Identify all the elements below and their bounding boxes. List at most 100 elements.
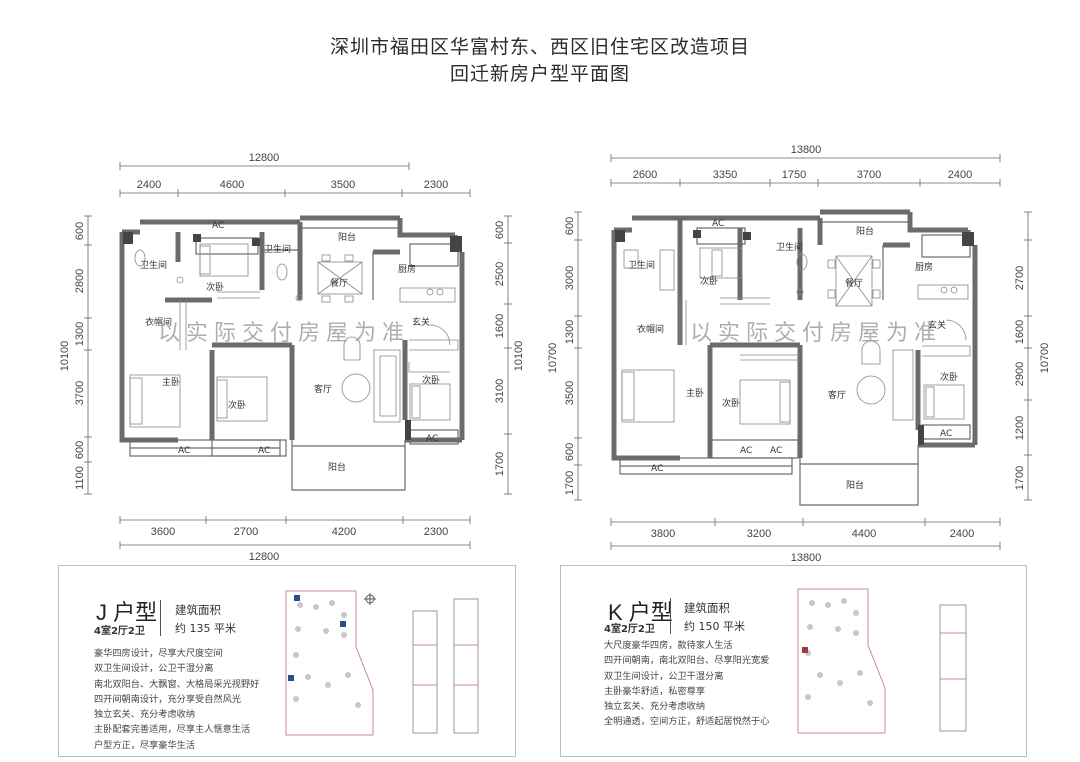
- k-room-bed3: 次卧: [722, 397, 740, 409]
- k-dim-left-total: 10700: [547, 343, 559, 374]
- j-dim-right-2: 1600: [494, 314, 506, 338]
- j-area-value: 约 135 平米: [175, 622, 236, 635]
- k-room-balcony-top: 阳台: [856, 225, 874, 237]
- j-room-closet: 衣帽间: [145, 316, 172, 328]
- k-ac-5: AC: [940, 429, 952, 439]
- k-dim-left-4: 600: [564, 443, 576, 461]
- j-info-card: [58, 565, 516, 757]
- k-ac-1: AC: [712, 219, 724, 229]
- j-ac-2: AC: [178, 446, 190, 456]
- j-dim-bottom-0: 3600: [151, 526, 175, 538]
- k-room-entry: 玄关: [928, 319, 946, 331]
- k-dim-right-2: 2900: [1014, 362, 1026, 386]
- k-unit-title: K 户型: [608, 600, 673, 625]
- k-room-closet: 衣帽间: [637, 323, 664, 335]
- j-unit-title: J 户型: [96, 600, 158, 625]
- k-dim-bottom-0: 3800: [651, 528, 675, 540]
- j-room-bed3: 次卧: [228, 399, 246, 411]
- k-site-map: [797, 588, 967, 734]
- k-area-label: 建筑面积: [684, 601, 730, 615]
- j-dim-left-1: 2800: [74, 269, 86, 293]
- j-dim-top-3: 2300: [424, 179, 448, 191]
- k-dim-left-0: 600: [564, 217, 576, 235]
- j-room-bed4: 次卧: [422, 374, 440, 386]
- k-room-bed4: 次卧: [940, 371, 958, 383]
- k-info-card: [560, 565, 1027, 757]
- k-feature: 大尺度豪华四房，款待家人生活: [604, 640, 733, 651]
- j-area-label: 建筑面积: [175, 603, 221, 617]
- k-ac-3: AC: [740, 446, 752, 456]
- k-dim-right-0: 2700: [1014, 266, 1026, 290]
- title-block: 深圳市福田区华富村东、西区旧住宅区改造项目 回迁新房户型平面图: [0, 34, 1080, 88]
- j-dim-top-total: 12800: [249, 152, 280, 164]
- k-feature: 主卧豪华舒适，私密尊享: [604, 685, 706, 697]
- title-line-1: 深圳市福田区华富村东、西区旧住宅区改造项目: [329, 36, 750, 58]
- j-room-bed2: 次卧: [206, 281, 224, 293]
- k-dim-bottom-total: 13800: [791, 552, 822, 564]
- j-dim-left-total: 10100: [59, 341, 71, 372]
- k-dim-bottom-1: 3200: [747, 528, 771, 540]
- k-room-bath2: 卫生间: [776, 241, 803, 253]
- k-room-bed2: 次卧: [700, 275, 718, 287]
- k-dim-left-1: 3000: [564, 266, 576, 290]
- j-room-bath1: 卫生间: [140, 259, 167, 271]
- j-feature: 南北双阳台、大飘窗、大格局采光视野好: [94, 678, 260, 690]
- k-room-balcony-bottom: 阳台: [846, 479, 864, 491]
- k-room-living: 客厅: [828, 389, 846, 401]
- j-feature: 主卧配套完善适用，尽享主人惬意生活: [94, 724, 251, 736]
- k-feature-list: 大尺度豪华四房，款待家人生活 四开间朝南，南北双阳台、尽享阳光宽爱 双卫生间设计…: [604, 638, 769, 730]
- j-dim-top-1: 4600: [220, 179, 244, 191]
- j-ac-4: AC: [426, 434, 438, 444]
- j-room-master: 主卧: [162, 376, 180, 388]
- j-divider: [160, 600, 161, 636]
- j-dim-left-3: 3700: [74, 381, 86, 405]
- j-dim-right-3: 3100: [494, 379, 506, 403]
- k-unit-rooms: 4室2厅2卫: [604, 624, 655, 635]
- j-room-balcony-top: 阳台: [338, 231, 356, 243]
- k-dim-bottom-3: 2400: [950, 528, 974, 540]
- j-dim-right-0: 600: [494, 221, 506, 239]
- k-room-dining: 餐厅: [845, 277, 863, 289]
- j-room-bath2: 卫生间: [264, 243, 291, 255]
- watermark-j: 以实际交付房屋为准: [158, 321, 410, 346]
- k-dim-right-3: 1200: [1014, 416, 1026, 440]
- j-room-living: 客厅: [314, 383, 332, 395]
- j-feature: 豪华四房设计，尽享大尺度空间: [94, 648, 223, 659]
- k-ac-2: AC: [651, 464, 663, 474]
- title-line-2: 回迁新房户型平面图: [449, 63, 630, 85]
- k-dim-top-4: 2400: [948, 169, 972, 181]
- j-dim-bottom-3: 2300: [424, 526, 448, 538]
- k-divider: [670, 598, 671, 634]
- k-dim-top-total: 13800: [791, 144, 822, 156]
- k-ac-4: AC: [770, 446, 782, 456]
- j-dim-right-4: 1700: [494, 452, 506, 476]
- k-area-value: 约 150 平米: [684, 620, 745, 633]
- j-ac-3: AC: [258, 446, 270, 456]
- j-dim-right-1: 2500: [494, 262, 506, 286]
- j-room-entry: 玄关: [412, 316, 430, 328]
- k-feature: 全明通透，空间方正，舒适起居悦然于心: [604, 716, 770, 728]
- j-feature: 独立玄关、充分考虑收纳: [94, 709, 196, 721]
- k-dim-left-3: 3500: [564, 381, 576, 405]
- j-feature-list: 豪华四房设计，尽享大尺度空间 双卫生间设计，公卫干湿分离 南北双阳台、大飘窗、大…: [94, 646, 259, 753]
- j-dim-left-2: 1300: [74, 322, 86, 346]
- k-room-bath1: 卫生间: [628, 259, 655, 271]
- k-dim-top-3: 3700: [857, 169, 881, 181]
- k-feature: 双卫生间设计，公卫干湿分离: [604, 670, 724, 682]
- k-dim-top-2: 1750: [782, 169, 806, 181]
- watermark-k: 以实际交付房屋为准: [690, 321, 942, 346]
- j-dim-top-0: 2400: [137, 179, 161, 191]
- j-room-dining: 餐厅: [330, 277, 348, 289]
- j-dim-left-0: 600: [74, 222, 86, 240]
- k-dim-top-0: 2600: [633, 169, 657, 181]
- j-dim-bottom-1: 2700: [234, 526, 258, 538]
- j-ac-1: AC: [212, 221, 224, 231]
- j-room-kitchen: 厨房: [398, 263, 416, 275]
- k-dim-top-1: 3350: [713, 169, 737, 181]
- k-dim-bottom-2: 4400: [852, 528, 876, 540]
- j-dim-bottom-2: 4200: [332, 526, 356, 538]
- k-room-master: 主卧: [686, 387, 704, 399]
- j-dim-left-5: 1100: [74, 466, 86, 490]
- j-unit-rooms: 4室2厅2卫: [94, 626, 145, 637]
